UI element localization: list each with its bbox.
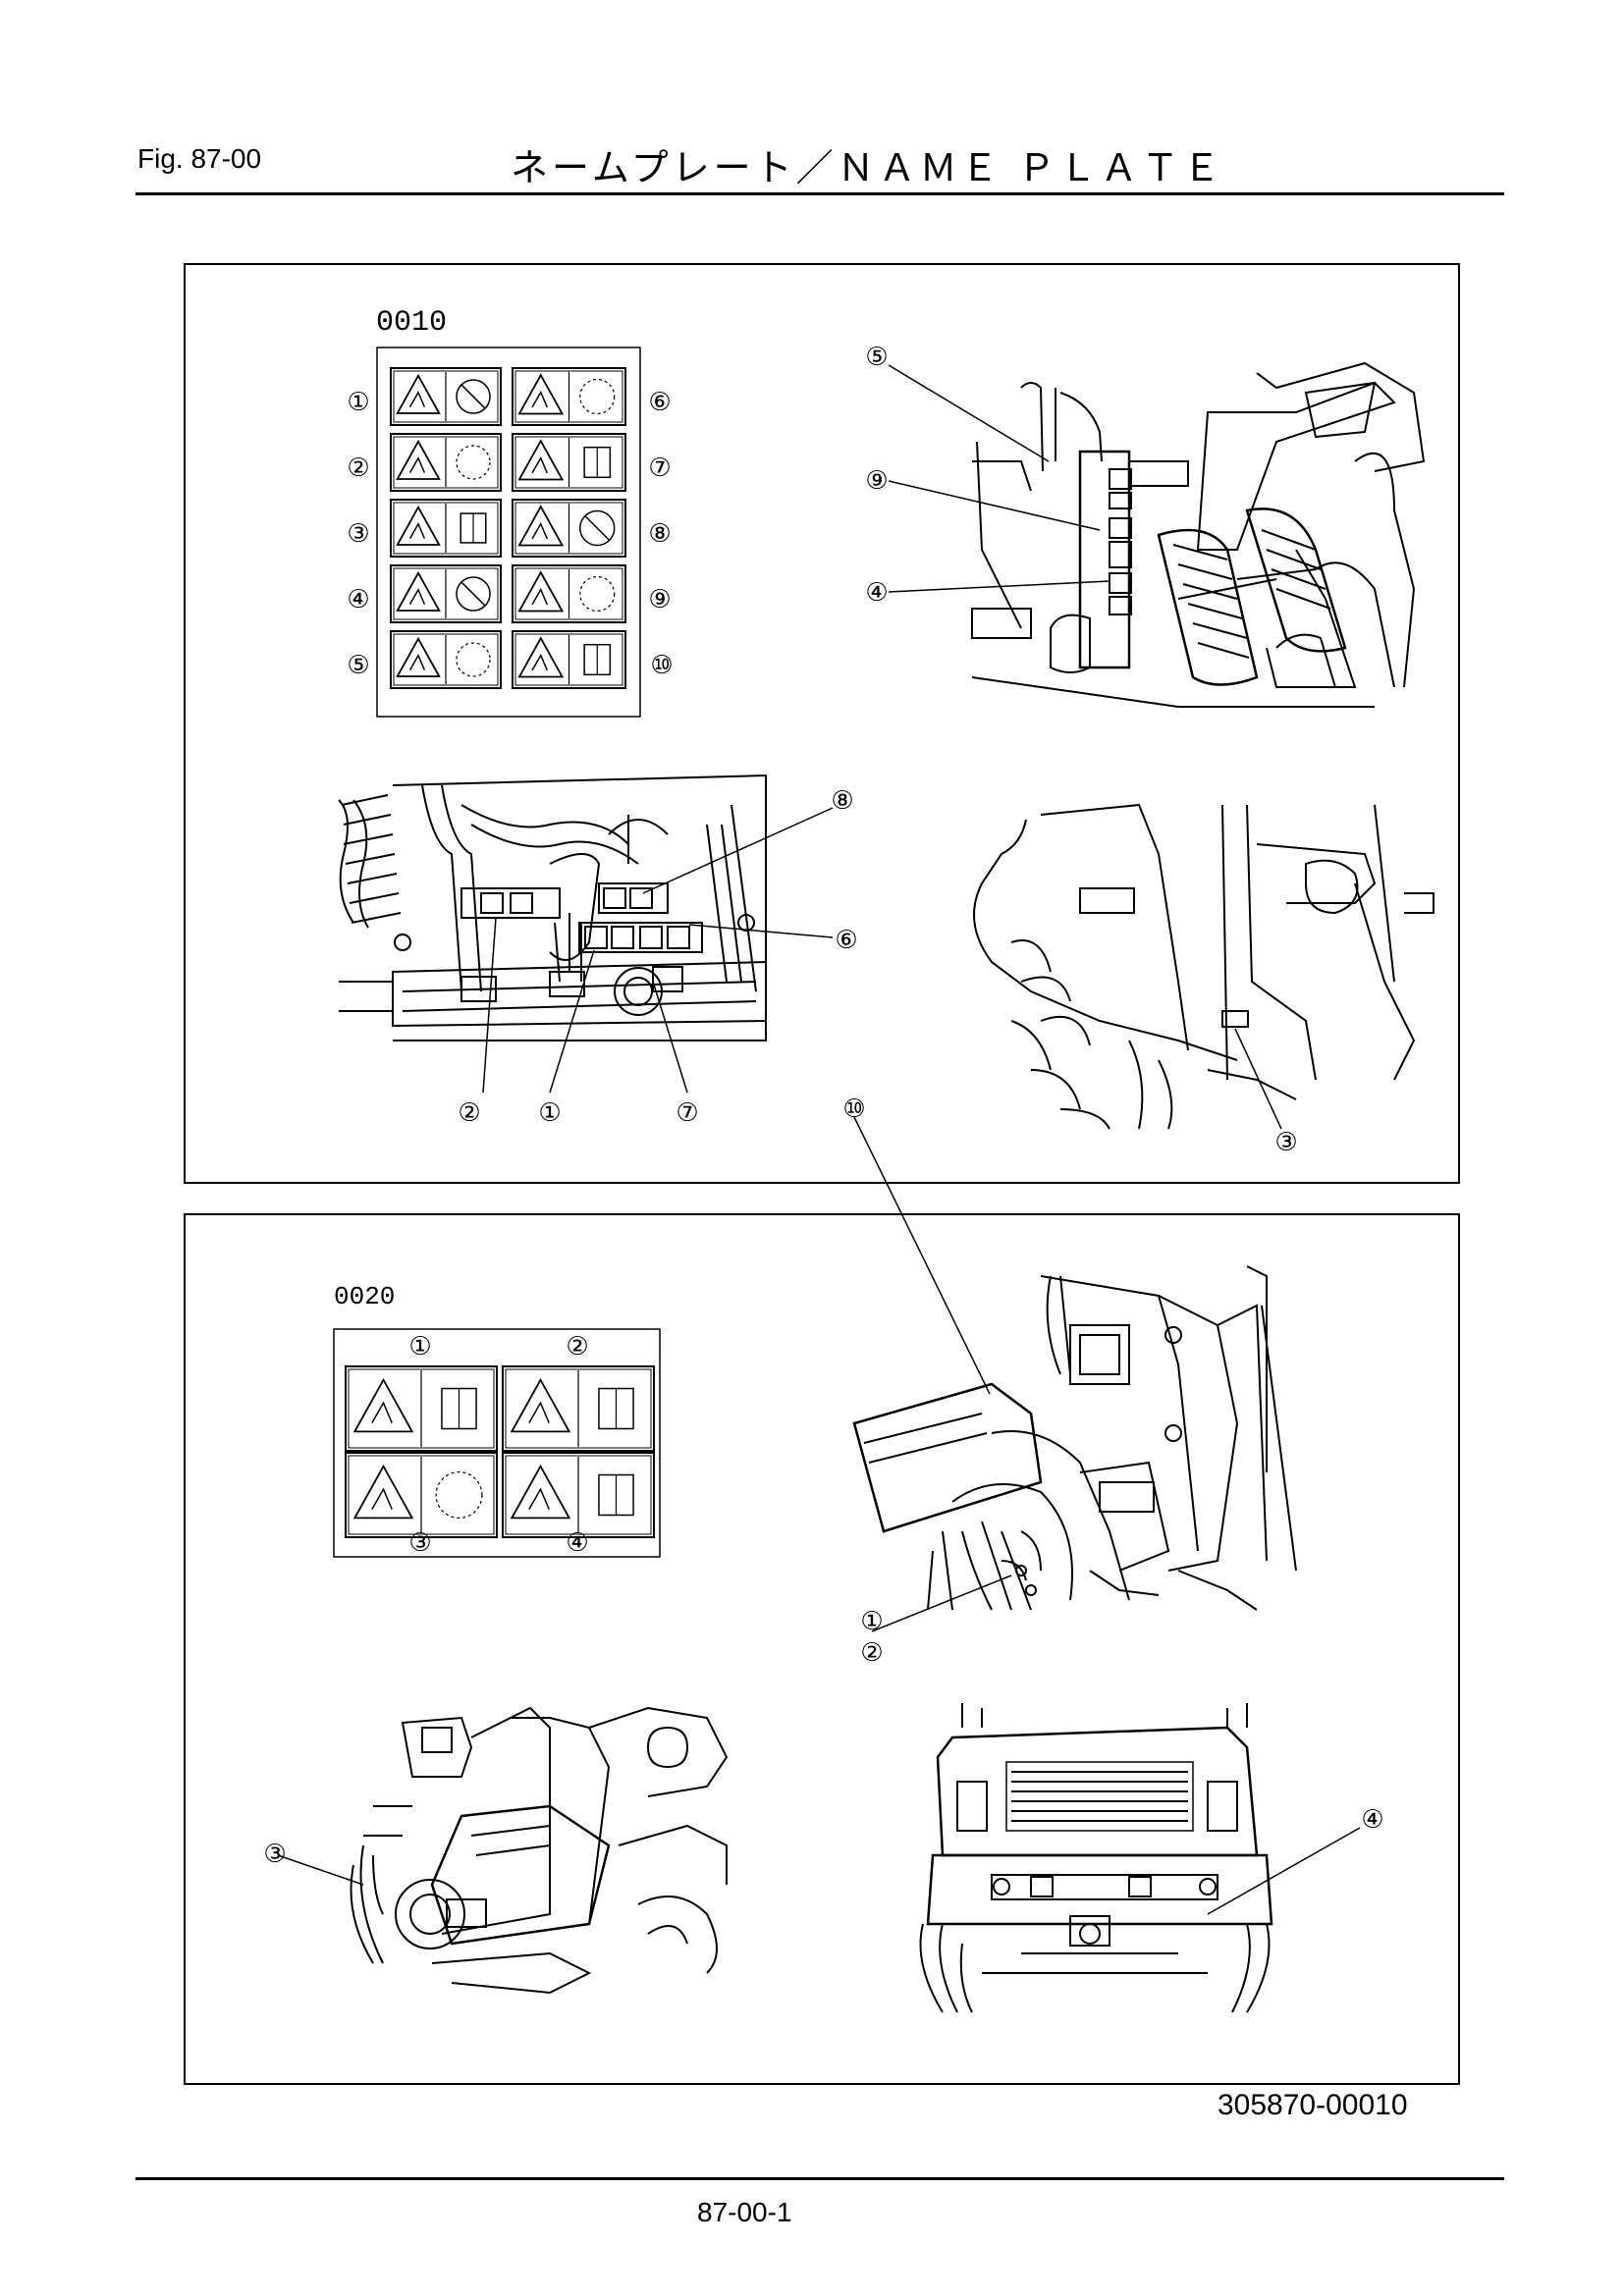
decal-0010-left-2 (390, 433, 502, 492)
callout-engine-7: ⑦ (676, 1098, 698, 1128)
figure-number: Fig. 87-00 (137, 143, 262, 174)
decal-0010-right-8 (512, 499, 626, 558)
part-number-0010: 0010 (376, 306, 448, 340)
decal-0010-left-4 (390, 564, 502, 623)
sheet-0020-top-2: ② (566, 1332, 588, 1362)
decal-sheet-0020-cells (345, 1365, 655, 1538)
drawing-loader-boom (852, 1265, 1297, 1611)
sheet-0010-left-1: ① (347, 388, 369, 417)
decal-0020-2 (502, 1365, 655, 1452)
callout-labels: ⑤ ⑨ ④ ⑧ ⑥ ② ① ⑦ ③ ⑩ ① ② ③ ④ (263, 343, 1383, 1869)
drawing-loader-rear (919, 1703, 1273, 2013)
decal-0010-right-10 (512, 630, 626, 689)
sheet-0010-left-4: ④ (347, 585, 369, 614)
sheet-0010-right-7: ⑦ (648, 454, 671, 483)
sheet-0010-numbers: ① ② ③ ④ ⑤ ⑥ ⑦ ⑧ ⑨ ⑩ (347, 388, 673, 680)
drawing-engine-compartment (338, 774, 767, 1041)
decal-sheet-0010 (376, 347, 641, 718)
header-rule (135, 192, 1504, 195)
sheet-0010-left-2: ② (347, 454, 369, 483)
decal-0010-left-1 (390, 367, 502, 426)
sheet-0010-left-3: ③ (347, 519, 369, 549)
sheet-0010-right-10: ⑩ (650, 651, 673, 680)
panel-0010 (184, 263, 1460, 1184)
decal-0010-right-9 (512, 564, 626, 623)
callout-engine-2: ② (458, 1098, 480, 1128)
callout-pedal-9: ⑨ (865, 466, 888, 496)
sheet-0020-numbers: ① ② ③ ④ (408, 1332, 588, 1558)
sheet-0020-top-1: ① (408, 1332, 431, 1362)
drawing-number: 305870-00010 (1218, 2089, 1408, 2121)
sheet-0010-right-6: ⑥ (648, 388, 671, 417)
callout-engine-1: ① (538, 1098, 561, 1128)
sheet-0010-right-9: ⑨ (648, 585, 671, 614)
decal-sheet-0020 (333, 1328, 661, 1558)
leader-lines (277, 364, 1361, 1915)
footer-rule (135, 2177, 1504, 2180)
callout-fender-3: ③ (1274, 1128, 1297, 1157)
callout-pedal-4: ④ (865, 578, 888, 608)
decal-0020-3 (345, 1452, 498, 1538)
sheet-0020-bottom-4: ④ (566, 1528, 588, 1558)
sheet-0010-left-5: ⑤ (347, 651, 369, 680)
drawing-loader-arm-left (350, 1706, 729, 1995)
decal-0010-left-3 (390, 499, 502, 558)
callout-engine-6: ⑥ (835, 926, 857, 955)
page-title: ネームプレート／ＮＡＭＥ ＰＬＡＴＥ (511, 146, 1224, 189)
sheet-0020-bottom-3: ③ (408, 1528, 431, 1558)
decal-sheet-0010-cells (390, 367, 626, 689)
part-number-0020: 0020 (334, 1282, 396, 1311)
page-number: 87-00-1 (697, 2197, 792, 2227)
callout-engine-8: ⑧ (831, 786, 853, 816)
callout-rear-right-4: ④ (1361, 1805, 1383, 1835)
panel-0020 (184, 1213, 1460, 2085)
decal-0010-left-5 (390, 630, 502, 689)
decal-0020-1 (345, 1365, 498, 1452)
drawing-front-fender (973, 803, 1435, 1130)
callout-boom-1: ① (860, 1607, 883, 1636)
callout-rear-left-3: ③ (263, 1840, 286, 1869)
decal-0010-right-7 (512, 433, 626, 492)
decal-0020-4 (502, 1452, 655, 1538)
sheet-0010-right-8: ⑧ (648, 519, 671, 549)
decal-0010-right-6 (512, 367, 626, 426)
drawing-operator-step (971, 361, 1426, 708)
callout-boom-10: ⑩ (842, 1095, 865, 1124)
callout-pedal-5: ⑤ (865, 343, 888, 372)
callout-boom-2: ② (860, 1638, 883, 1668)
